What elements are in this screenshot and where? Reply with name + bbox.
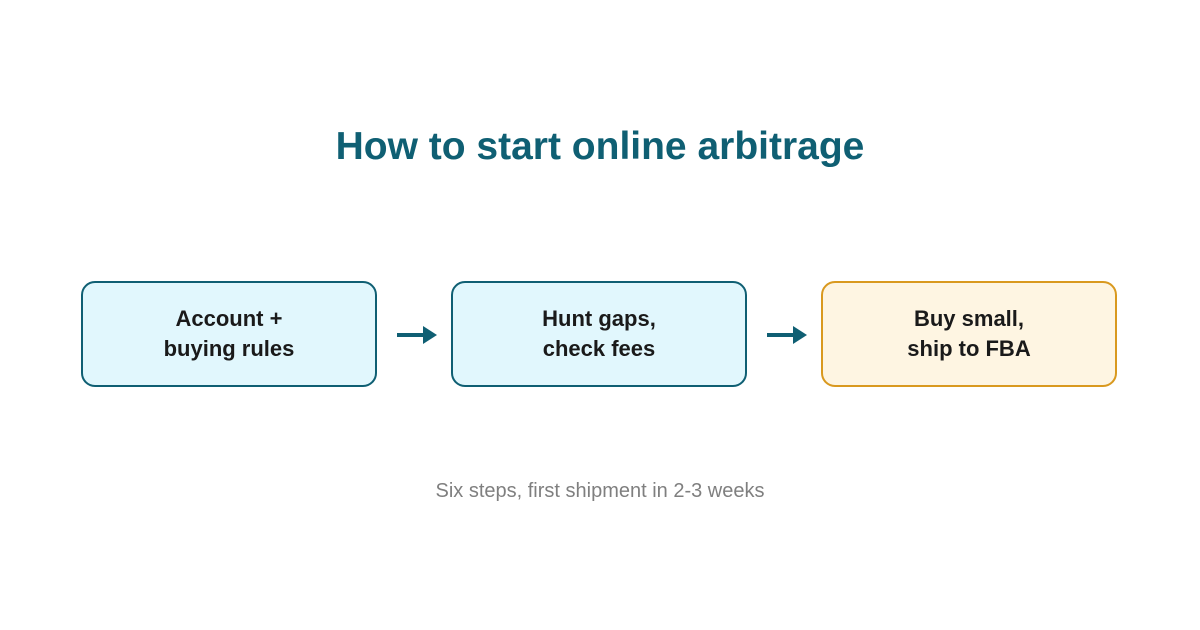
step-label: Hunt gaps, check fees — [542, 304, 656, 364]
step-label-line: Hunt gaps, — [542, 306, 656, 331]
footnote: Six steps, first shipment in 2-3 weeks — [435, 480, 765, 502]
step-box-hunt: Hunt gaps, check fees — [451, 281, 747, 387]
step-box-account: Account + buying rules — [81, 281, 377, 387]
step-label-line: buying rules — [163, 336, 295, 361]
step-label-line: check fees — [542, 336, 656, 361]
step-label-line: ship to FBA — [907, 336, 1031, 361]
step-label: Buy small, ship to FBA — [907, 304, 1030, 364]
step-label-line: Buy small, — [913, 306, 1025, 331]
page-title: How to start online arbitrage — [335, 125, 865, 168]
step-box-ship: Buy small, ship to FBA — [821, 281, 1117, 387]
right-arrow-icon — [767, 326, 807, 344]
right-arrow-icon — [397, 326, 437, 344]
step-label-line: Account + — [175, 306, 283, 331]
step-label: Account + buying rules — [164, 304, 295, 364]
